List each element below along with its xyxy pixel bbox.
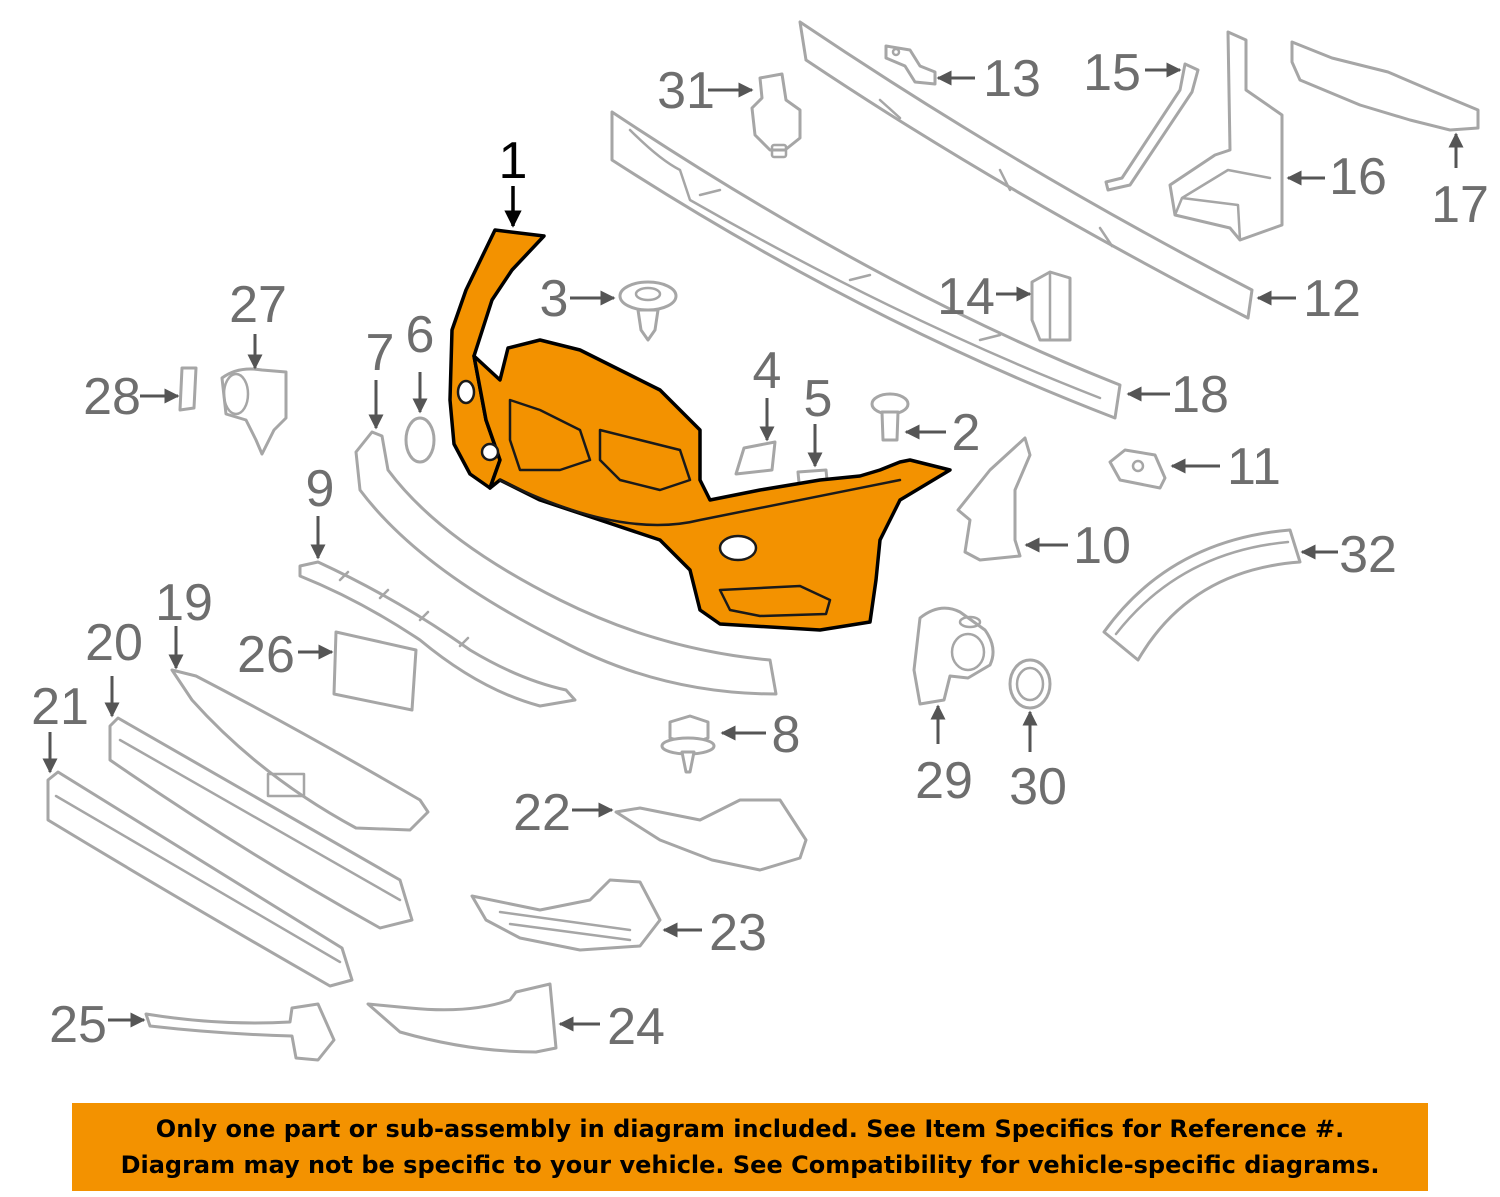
callout-7: 7 bbox=[366, 324, 395, 382]
part-13-bracket bbox=[884, 44, 937, 86]
callout-29: 29 bbox=[915, 752, 973, 810]
callout-23: 23 bbox=[709, 904, 767, 962]
part-20-grille bbox=[108, 716, 414, 930]
callout-18: 18 bbox=[1171, 366, 1229, 424]
part-29-sensor bbox=[912, 606, 995, 706]
callout-8: 8 bbox=[772, 706, 801, 764]
part-8-push-clip bbox=[660, 714, 716, 774]
callout-1: 1 bbox=[499, 132, 528, 190]
callout-22: 22 bbox=[513, 784, 571, 842]
callout-labels: 1 31 13 15 16 17 12 14 18 3 2 11 4 5 10 … bbox=[31, 44, 1489, 1056]
callout-9: 9 bbox=[306, 460, 335, 518]
part-23-fog-grille bbox=[470, 878, 662, 952]
part-12-reinforcement-bar bbox=[798, 20, 1254, 320]
callout-15: 15 bbox=[1083, 44, 1141, 102]
callout-32: 32 bbox=[1339, 526, 1397, 584]
callout-26: 26 bbox=[237, 626, 295, 684]
callout-14: 14 bbox=[937, 268, 995, 326]
part-4-cover bbox=[734, 440, 777, 476]
part-30-grommet bbox=[1008, 658, 1052, 710]
callout-31: 31 bbox=[657, 62, 715, 120]
part-28-cap bbox=[178, 366, 198, 412]
part-22-trim bbox=[614, 798, 808, 872]
callout-2: 2 bbox=[952, 404, 981, 462]
part-31-sensor bbox=[750, 72, 802, 159]
part-21-lower-grille bbox=[46, 770, 354, 988]
disclaimer-banner: Only one part or sub-assembly in diagram… bbox=[72, 1103, 1428, 1191]
callout-16: 16 bbox=[1329, 148, 1387, 206]
callout-12: 12 bbox=[1303, 270, 1361, 328]
callout-6: 6 bbox=[406, 306, 435, 364]
callout-13: 13 bbox=[983, 50, 1041, 108]
part-19-grille-strip bbox=[170, 668, 430, 832]
part-24-lower-trim bbox=[366, 982, 558, 1054]
callout-10: 10 bbox=[1073, 517, 1131, 575]
callout-17: 17 bbox=[1431, 176, 1489, 234]
part-10-bracket bbox=[956, 436, 1032, 562]
callout-27: 27 bbox=[229, 276, 287, 334]
part-2-bolt bbox=[870, 392, 910, 442]
part-25-strip bbox=[144, 1002, 336, 1062]
part-14-clip bbox=[1030, 270, 1072, 342]
callout-11: 11 bbox=[1227, 438, 1281, 496]
part-16-mount-bracket bbox=[1168, 30, 1284, 242]
callout-20: 20 bbox=[85, 614, 143, 672]
callout-28: 28 bbox=[83, 368, 141, 426]
part-15-strut bbox=[1104, 62, 1200, 192]
part-3-push-clip bbox=[618, 280, 678, 342]
part-17-side-bracket bbox=[1290, 40, 1480, 132]
callout-21: 21 bbox=[31, 678, 89, 736]
callout-24: 24 bbox=[607, 998, 665, 1056]
part-26-plate-bracket bbox=[332, 630, 418, 712]
part-9-grille-carrier bbox=[298, 560, 577, 708]
callout-30: 30 bbox=[1009, 758, 1067, 816]
callout-4: 4 bbox=[753, 342, 782, 400]
part-6-ring bbox=[404, 416, 436, 464]
part-11-nut-clip bbox=[1108, 448, 1167, 490]
part-18-energy-absorber bbox=[610, 110, 1122, 420]
disclaimer-line-1: Only one part or sub-assembly in diagram… bbox=[155, 1115, 1345, 1143]
disclaimer-line-2: Diagram may not be specific to your vehi… bbox=[120, 1151, 1380, 1179]
callout-3: 3 bbox=[540, 270, 569, 328]
callout-19: 19 bbox=[155, 574, 213, 632]
part-27-sensor bbox=[220, 367, 288, 456]
part-32-arch-trim bbox=[1102, 528, 1302, 662]
callout-5: 5 bbox=[804, 370, 833, 428]
part-7-lower-support bbox=[354, 430, 778, 696]
callout-25: 25 bbox=[49, 996, 107, 1054]
leader-lines bbox=[42, 62, 1464, 1032]
part-1-bumper-cover bbox=[448, 228, 952, 632]
